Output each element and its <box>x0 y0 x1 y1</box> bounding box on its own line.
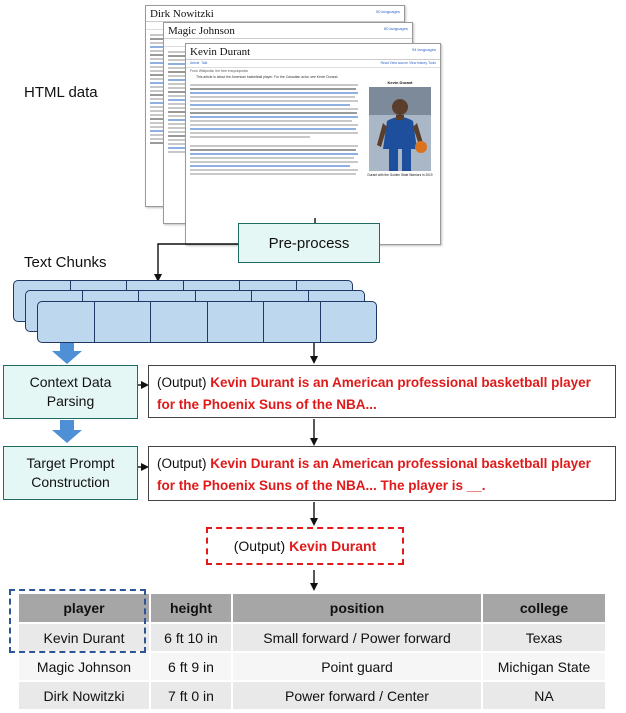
player-photo <box>369 87 431 171</box>
context-output-box: (Output) Kevin Durant is an American pro… <box>148 365 616 418</box>
cell-position: Point guard <box>232 652 483 682</box>
header-player: player <box>19 594 151 624</box>
output-prefix: (Output) <box>157 375 211 390</box>
table-row: Dirk Nowitzki 7 ft 0 in Power forward / … <box>19 681 605 711</box>
table-header-row: player height position college <box>19 594 605 624</box>
infobox: Kevin Durant Durant with the Golden Stat… <box>366 80 434 177</box>
wiki-title: Magic Johnson <box>164 23 412 39</box>
cell-player: Dirk Nowitzki <box>19 681 151 711</box>
wiki-tabs: Article Talk Read View source View histo… <box>186 60 440 68</box>
language-link: 80 languages <box>383 26 408 31</box>
arrow-preprocess-to-chunks <box>154 243 238 282</box>
answer-output-box: (Output) Kevin Durant <box>206 527 404 565</box>
infobox-title: Kevin Durant <box>387 80 413 85</box>
tab-talk: Talk <box>201 61 208 65</box>
context-parsing-line2: Parsing <box>46 393 95 409</box>
wiki-hatnote: This article is about the American baske… <box>196 75 339 79</box>
context-data-parsing-box: Context Data Parsing <box>3 365 138 419</box>
target-prompt-line2: Construction <box>31 474 110 490</box>
photo-caption: Durant with the Golden State Warriors in… <box>367 173 433 177</box>
language-link: 50 languages <box>375 9 400 14</box>
cell-position: Power forward / Center <box>232 681 483 711</box>
cell-height: 7 ft 0 in <box>150 681 233 711</box>
target-prompt-output-text: Kevin Durant is an American professional… <box>157 456 591 493</box>
blue-arrow-chunks-to-parsing <box>52 342 82 364</box>
preprocess-box: Pre-process <box>238 223 380 263</box>
table-row: Magic Johnson 6 ft 9 in Point guard Mich… <box>19 652 605 682</box>
answer-output-text: Kevin Durant <box>289 538 377 554</box>
header-height: height <box>150 594 233 624</box>
cell-player: Magic Johnson <box>19 652 151 682</box>
tab-tools: Read View source View history Tools <box>380 61 436 65</box>
player-highlight-box <box>9 589 146 653</box>
target-prompt-output-box: (Output) Kevin Durant is an American pro… <box>148 446 616 501</box>
header-college: college <box>482 594 605 624</box>
html-data-label: HTML data <box>24 84 98 101</box>
cell-height: 6 ft 9 in <box>150 652 233 682</box>
cell-height: 6 ft 10 in <box>150 623 233 653</box>
wiki-title: Kevin Durant <box>186 44 440 60</box>
cell-college: Michigan State <box>482 652 605 682</box>
context-output-text: Kevin Durant is an American professional… <box>157 375 591 412</box>
cell-college: Texas <box>482 623 605 653</box>
header-position: position <box>232 594 483 624</box>
blue-arrow-parsing-to-prompt <box>52 420 82 443</box>
target-prompt-line1: Target Prompt <box>26 455 115 471</box>
result-table: player height position college Kevin Dur… <box>19 594 605 711</box>
output-prefix: (Output) <box>157 456 211 471</box>
table-row: Kevin Durant 6 ft 10 in Small forward / … <box>19 623 605 653</box>
wiki-title: Dirk Nowitzki <box>146 6 404 22</box>
tab-article: Article <box>190 61 200 65</box>
preprocess-label: Pre-process <box>268 234 350 252</box>
context-parsing-line1: Context Data <box>29 374 112 390</box>
wiki-from: From Wikipedia, the free encyclopedia <box>190 69 248 73</box>
text-chunks-label: Text Chunks <box>24 254 107 271</box>
language-link: 94 languages <box>411 47 436 52</box>
cell-college: NA <box>482 681 605 711</box>
output-prefix: (Output) <box>233 538 286 554</box>
text-chunk-row-front <box>37 301 377 343</box>
cell-position: Small forward / Power forward <box>232 623 483 653</box>
target-prompt-construction-box: Target Prompt Construction <box>3 446 138 500</box>
cell-player: Kevin Durant <box>19 623 151 653</box>
wiki-page-kevin-durant: Kevin Durant 94 languages Article Talk R… <box>185 43 441 245</box>
